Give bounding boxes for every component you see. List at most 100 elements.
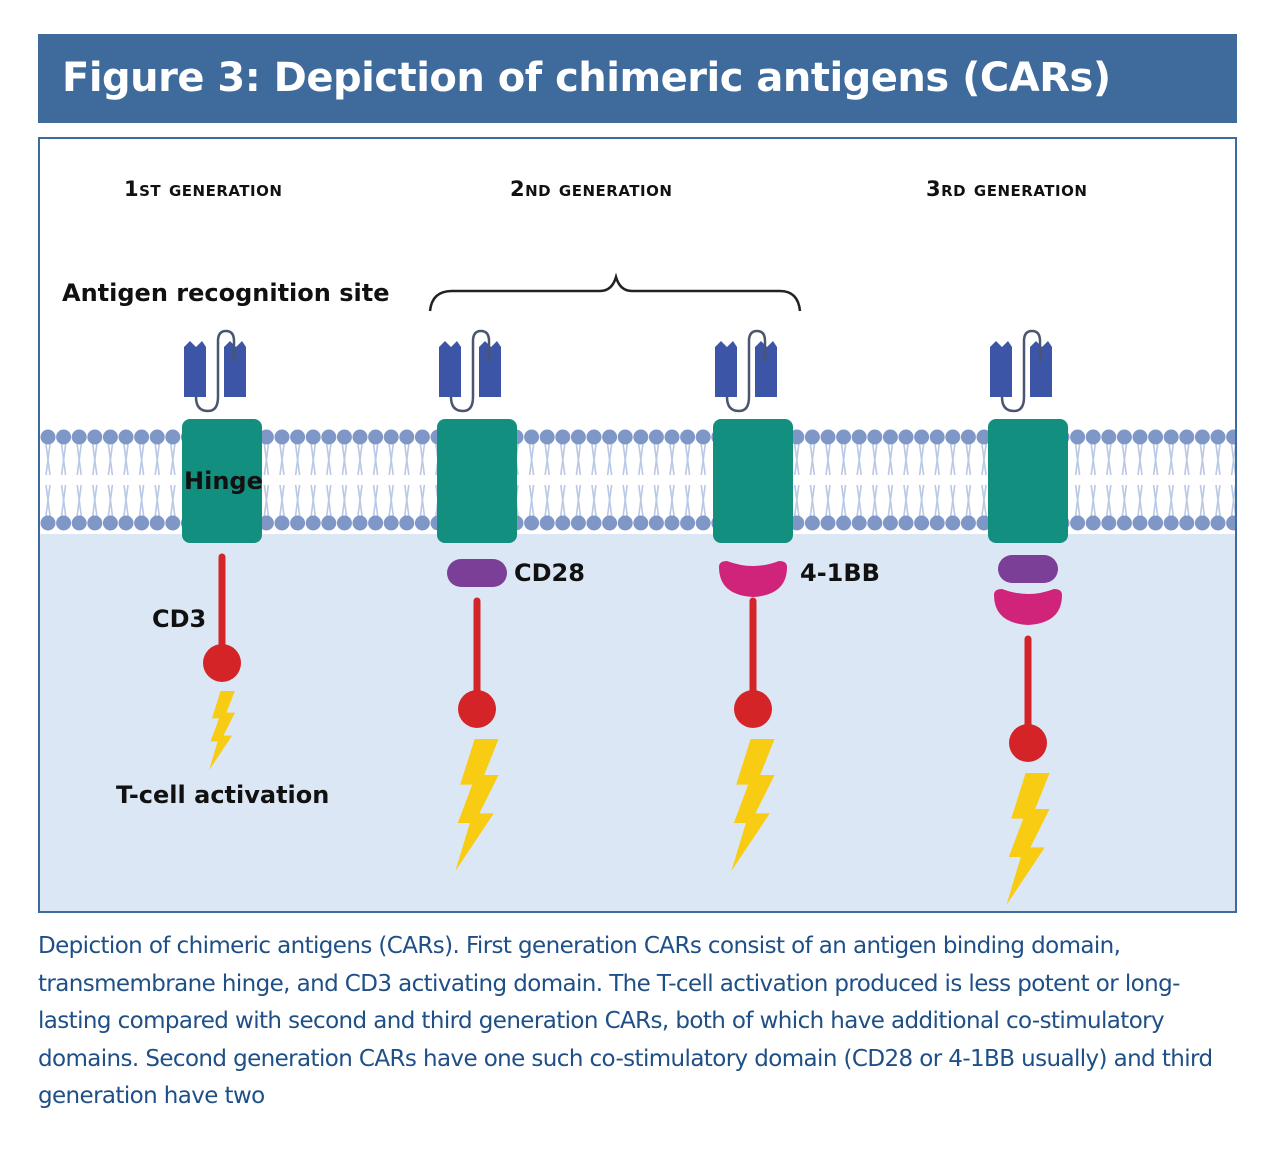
lipid-head	[1116, 515, 1132, 531]
hinge-transmembrane	[437, 419, 517, 543]
lipid-head	[102, 515, 118, 531]
cd3-label: CD3	[152, 605, 207, 633]
lipid-head	[680, 515, 696, 531]
lipid-head	[165, 429, 181, 445]
generation-2-label: 2nd generation	[510, 177, 673, 201]
tcell-activation-label: T-cell activation	[116, 781, 330, 809]
lipid-head	[804, 515, 820, 531]
antigen-binding-domain-vl	[439, 341, 461, 397]
lipid-tail	[1230, 443, 1235, 476]
lipid-head	[804, 429, 820, 445]
lipid-head	[586, 515, 602, 531]
lipid-head	[1163, 515, 1179, 531]
cd28-label: CD28	[514, 559, 585, 587]
lipid-head	[40, 515, 56, 531]
lipid-head	[305, 515, 321, 531]
lipid-head	[87, 515, 103, 531]
generation-2-brace	[428, 272, 802, 312]
activation-bolt-icon	[455, 739, 499, 871]
lipid-head	[305, 429, 321, 445]
lipid-head	[680, 429, 696, 445]
lipid-head	[274, 429, 290, 445]
lipid-head	[602, 515, 618, 531]
lipid-head	[945, 429, 961, 445]
lipid-head	[914, 515, 930, 531]
lipid-head	[56, 515, 72, 531]
hinge-transmembrane	[713, 419, 793, 543]
antigen-binding-domain-vh	[1030, 341, 1052, 397]
lipid-head	[695, 429, 711, 445]
lipid-head	[1194, 515, 1210, 531]
lipid-head	[898, 429, 914, 445]
diagram-panel: 1st generation 2nd generation 3rd genera…	[38, 137, 1237, 913]
cd3-domain	[458, 690, 496, 728]
lipid-head	[929, 429, 945, 445]
lipid-head	[1070, 515, 1086, 531]
lipid-head	[1148, 515, 1164, 531]
lipid-head	[555, 515, 571, 531]
lipid-head	[102, 429, 118, 445]
lipid-head	[1210, 429, 1226, 445]
lipid-head	[1101, 515, 1117, 531]
lipid-head	[1085, 429, 1101, 445]
lipid-head	[1116, 429, 1132, 445]
lipid-head	[134, 515, 150, 531]
lipid-head	[695, 515, 711, 531]
4-1bb-domain	[994, 589, 1062, 625]
lipid-head	[836, 515, 852, 531]
lipid-head	[368, 429, 384, 445]
lipid-head	[149, 429, 165, 445]
lipid-head	[1179, 515, 1195, 531]
lipid-head	[165, 515, 181, 531]
antigen-binding-domain-vl	[990, 341, 1012, 397]
activation-bolt-icon	[1006, 773, 1050, 905]
lipid-head	[1163, 429, 1179, 445]
lipid-head	[414, 429, 430, 445]
lipid-head	[976, 429, 992, 445]
lipid-tail	[1230, 484, 1235, 517]
lipid-head	[648, 515, 664, 531]
4-1bb-label: 4-1BB	[800, 559, 880, 587]
lipid-head	[71, 429, 87, 445]
lipid-head	[524, 515, 540, 531]
lipid-head	[1179, 429, 1195, 445]
activation-bolt-icon	[731, 739, 775, 871]
linker	[194, 329, 236, 413]
antigen-binding-domain-vl	[184, 341, 206, 397]
lipid-head	[258, 429, 274, 445]
lipid-head	[1101, 429, 1117, 445]
lipid-head	[118, 515, 134, 531]
car-generation-2-4-1bb	[713, 329, 793, 871]
lipid-head	[851, 429, 867, 445]
lipid-head	[118, 429, 134, 445]
lipid-head	[1226, 515, 1235, 531]
lipid-head	[87, 429, 103, 445]
lipid-head	[633, 515, 649, 531]
lipid-head	[399, 429, 415, 445]
lipid-head	[368, 515, 384, 531]
lipid-head	[960, 515, 976, 531]
lipid-head	[617, 515, 633, 531]
lipid-head	[1132, 429, 1148, 445]
lipid-head	[602, 429, 618, 445]
cd3-domain	[1009, 724, 1047, 762]
lipid-head	[414, 515, 430, 531]
lipid-head	[336, 429, 352, 445]
lipid-head	[882, 515, 898, 531]
lipid-head	[882, 429, 898, 445]
lipid-head	[664, 429, 680, 445]
lipid-head	[352, 515, 368, 531]
lipid-head	[633, 429, 649, 445]
cd3-domain	[203, 644, 241, 682]
lipid-head	[1085, 515, 1101, 531]
car-generation-2-cd28	[437, 329, 517, 871]
lipid-head	[836, 429, 852, 445]
lipid-head	[586, 429, 602, 445]
lipid-head	[820, 429, 836, 445]
4-1bb-domain	[719, 561, 787, 597]
lipid-head	[648, 429, 664, 445]
lipid-head	[524, 429, 540, 445]
antigen-binding-domain-vh	[755, 341, 777, 397]
lipid-head	[71, 515, 87, 531]
figure-title: Figure 3: Depiction of chimeric antigens…	[38, 34, 1237, 123]
